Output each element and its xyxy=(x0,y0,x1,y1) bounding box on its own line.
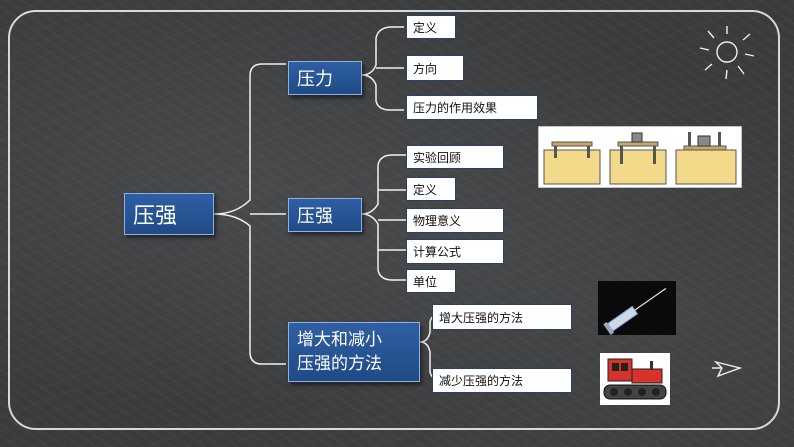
leaf-force-definition: 定义 xyxy=(406,15,456,39)
leaf-label: 定义 xyxy=(413,20,438,35)
leaf-label: 压力的作用效果 xyxy=(413,101,498,115)
leaf-label: 增大压强的方法 xyxy=(439,310,524,325)
branch-methods-line2: 压强的方法 xyxy=(297,354,382,374)
root-label: 压强 xyxy=(133,204,178,229)
branch-methods: 增大和减小 压强的方法 xyxy=(288,322,420,382)
leaf-increase-pressure: 增大压强的方法 xyxy=(432,304,572,330)
leaf-label: 计算公式 xyxy=(413,245,462,259)
leaf-pressure-formula: 计算公式 xyxy=(406,239,504,264)
branch-pressure-force: 压力 xyxy=(288,61,362,95)
branch-pressure-force-label: 压力 xyxy=(297,69,333,90)
connector-force-top xyxy=(361,26,404,76)
connector-root-methods xyxy=(213,213,286,365)
leaf-decrease-pressure: 减少压强的方法 xyxy=(432,368,572,393)
chalk-frame xyxy=(8,10,780,430)
root-node: 压强 xyxy=(124,193,214,235)
leaf-label: 单位 xyxy=(413,274,438,289)
leaf-pressure-definition: 定义 xyxy=(406,177,456,201)
leaf-label: 定义 xyxy=(413,182,438,197)
connector-pressure-top xyxy=(361,154,406,215)
connector-root-force xyxy=(213,63,286,215)
leaf-label: 物理意义 xyxy=(413,214,462,228)
branch-pressure-label: 压强 xyxy=(297,206,333,227)
experiment-image xyxy=(538,126,742,188)
branch-pressure: 压强 xyxy=(288,198,362,232)
leaf-force-direction: 方向 xyxy=(406,55,464,81)
leaf-pressure-unit: 单位 xyxy=(406,269,456,293)
leaf-pressure-experiment: 实验回顾 xyxy=(406,145,504,169)
leaf-label: 减少压强的方法 xyxy=(439,374,524,388)
branch-methods-line1: 增大和减小 xyxy=(297,330,382,350)
sun-doodle-icon xyxy=(699,26,755,80)
syringe-image xyxy=(598,281,676,335)
leaf-pressure-meaning: 物理意义 xyxy=(406,208,504,233)
leaf-label: 方向 xyxy=(413,61,438,76)
leaf-force-effect: 压力的作用效果 xyxy=(406,95,538,120)
leaf-label: 实验回顾 xyxy=(413,150,462,165)
tractor-image xyxy=(600,353,670,405)
airplane-doodle-icon xyxy=(712,360,743,378)
connector-pressure-bottom xyxy=(361,213,406,281)
connector-force-bottom xyxy=(361,74,404,111)
